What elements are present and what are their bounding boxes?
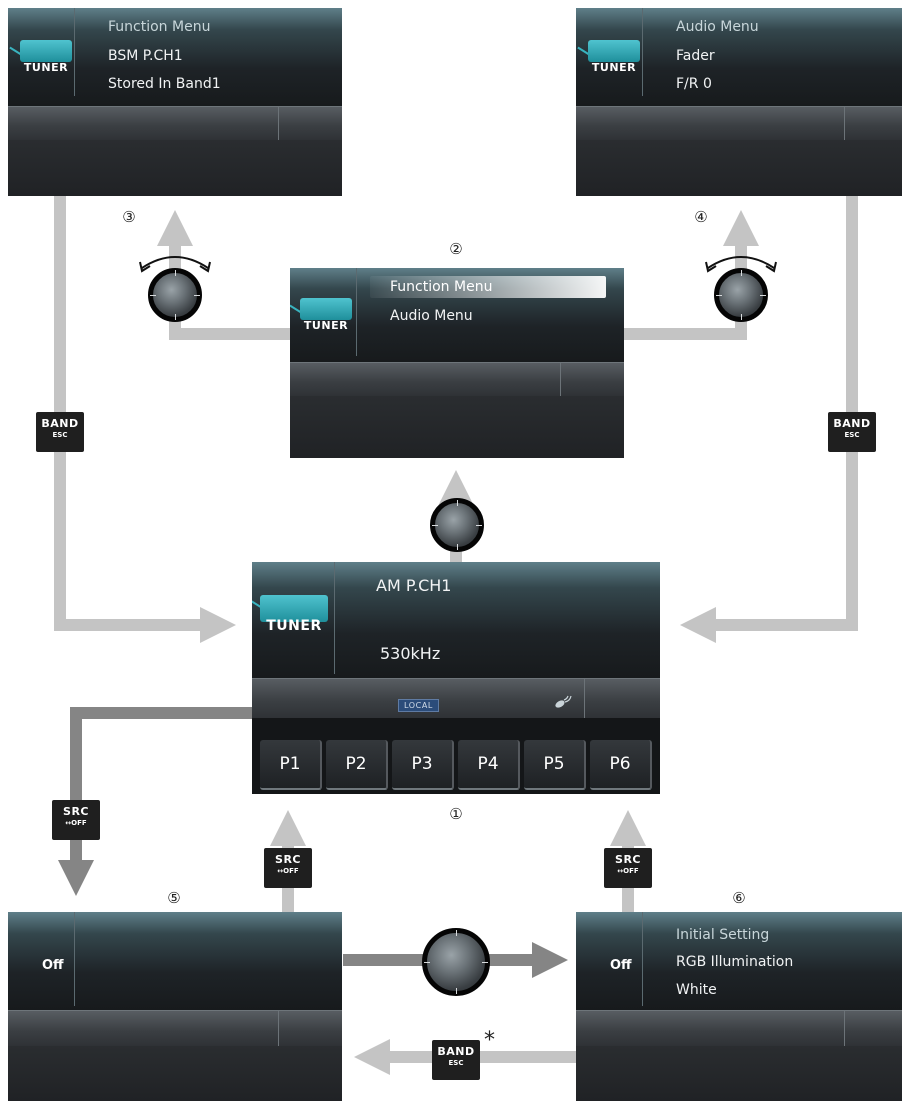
step-number-3: ③ [122, 208, 136, 226]
tuner-icon: TUNER [290, 292, 352, 332]
preset-button-p3[interactable]: P3 [392, 740, 454, 790]
arrow-menu-to-audio [624, 210, 759, 340]
menu-title: Function Menu [108, 19, 211, 35]
step-number-2: ② [449, 240, 463, 258]
arrow-function-to-main [54, 196, 236, 643]
menu-item: BSM P.CH1 [108, 48, 183, 64]
rotate-arc-right [707, 256, 775, 269]
rotary-knob-left[interactable] [148, 268, 202, 322]
step-number-4: ④ [694, 208, 708, 226]
menu-value: F/R 0 [676, 76, 712, 92]
menu-title: Initial Setting [676, 927, 770, 943]
preset-button-p4[interactable]: P4 [458, 740, 520, 790]
arrow-audio-to-main [680, 196, 858, 643]
tuner-icon: TUNER [252, 586, 328, 634]
off-label: Off [610, 958, 632, 973]
local-badge: LOCAL [398, 699, 439, 712]
knob-press-menu[interactable] [430, 498, 484, 552]
knob-press-setting[interactable] [422, 928, 490, 996]
menu-item: Fader [676, 48, 715, 64]
preset-button-p5[interactable]: P5 [524, 740, 586, 790]
frequency-label: 530kHz [380, 644, 441, 663]
function-result-screen: TUNER Function Menu BSM P.CH1 Stored In … [8, 8, 342, 196]
initial-setting-screen: Off Initial Setting RGB Illumination Whi… [576, 912, 902, 1101]
arrow-menu-to-function [157, 210, 292, 340]
src-off-button-middle[interactable]: SRC↔OFF [264, 848, 312, 888]
rotate-arc-left [141, 256, 209, 269]
tuner-icon: TUNER [577, 34, 640, 74]
channel-label: AM P.CH1 [376, 576, 452, 595]
audio-result-screen: TUNER Audio Menu Fader F/R 0 [576, 8, 902, 196]
menu-value: Stored In Band1 [108, 76, 221, 92]
step-number-1: ① [449, 805, 463, 823]
menu-screen: TUNER Function Menu Audio Menu [290, 268, 624, 458]
rotary-knob-right[interactable] [714, 268, 768, 322]
off-label: Off [42, 958, 64, 973]
footnote-asterisk: * [484, 1028, 495, 1053]
off-screen: Off [8, 912, 342, 1101]
menu-item-function[interactable]: Function Menu [390, 279, 493, 295]
satellite-icon [554, 694, 572, 710]
preset-button-p2[interactable]: P2 [326, 740, 388, 790]
menu-item: RGB Illumination [676, 954, 794, 970]
src-off-button-left[interactable]: SRC↔OFF [52, 800, 100, 840]
step-number-5: ⑤ [167, 889, 181, 907]
step-number-6: ⑥ [732, 889, 746, 907]
menu-value: White [676, 982, 717, 998]
preset-button-p6[interactable]: P6 [590, 740, 652, 790]
menu-highlight [370, 276, 606, 298]
tuner-icon: TUNER [9, 34, 72, 74]
menu-item-audio[interactable]: Audio Menu [390, 308, 473, 324]
preset-button-p1[interactable]: P1 [260, 740, 322, 790]
src-off-button-right[interactable]: SRC↔OFF [604, 848, 652, 888]
arrow-main-to-off [58, 707, 252, 896]
menu-title: Audio Menu [676, 19, 759, 35]
